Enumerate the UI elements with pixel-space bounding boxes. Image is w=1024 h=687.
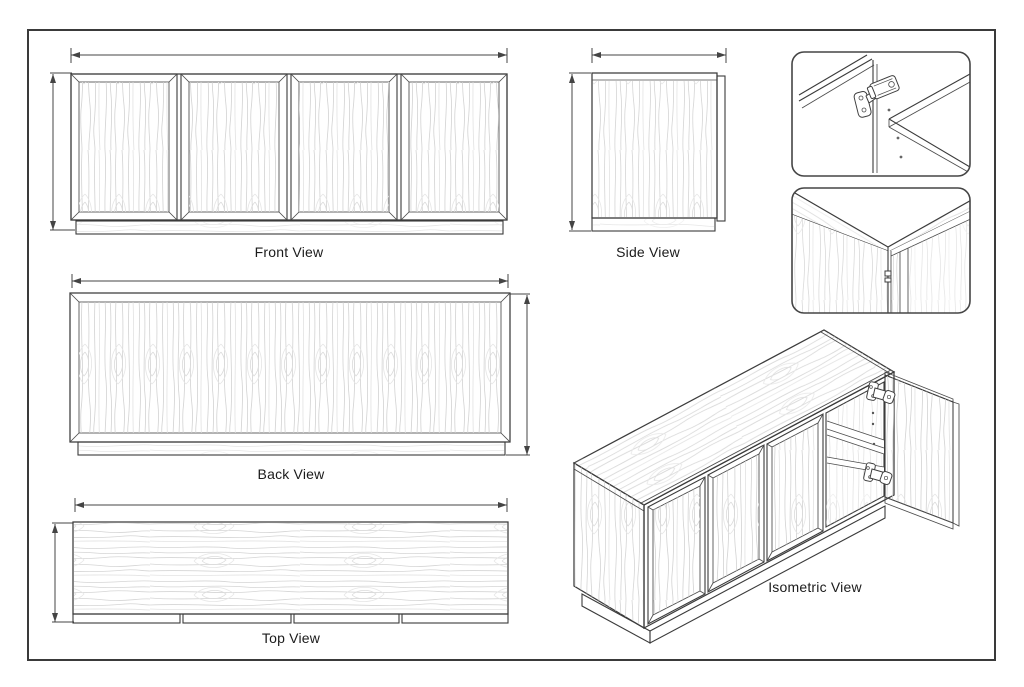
back-view-drawing <box>69 274 530 456</box>
side-depth-dimension <box>591 48 727 63</box>
back-panel <box>69 292 511 443</box>
iso-open-door <box>884 371 960 530</box>
detail-callouts <box>791 51 971 314</box>
front-door-3 <box>290 73 398 221</box>
side-height-dimension <box>569 72 591 232</box>
hinge-detail-panel <box>791 51 971 177</box>
front-view-label: Front View <box>254 244 324 260</box>
front-plinth <box>75 220 504 235</box>
front-view-drawing <box>50 48 508 235</box>
iso-plinth <box>581 505 886 644</box>
side-view-label: Side View <box>616 244 680 260</box>
top-door-edges <box>72 613 509 624</box>
detail-shelf-panel <box>888 73 970 174</box>
back-width-dimension <box>71 274 509 288</box>
corner-joint-detail-panel <box>791 187 971 314</box>
iso-shelf <box>826 420 885 455</box>
sheet-border-frame <box>27 29 996 661</box>
back-plinth <box>77 441 506 456</box>
hinge-hardware <box>853 75 900 118</box>
top-width-dimension <box>74 498 508 512</box>
iso-hinge-top <box>866 381 896 405</box>
hinge-detail-content <box>798 54 970 174</box>
iso-door-2 <box>707 444 765 593</box>
front-height-dimension <box>50 72 75 231</box>
top-depth-dimension <box>52 522 74 623</box>
top-view-drawing <box>52 498 509 624</box>
back-view-label: Back View <box>257 466 325 482</box>
front-width-dimension <box>70 48 508 63</box>
side-plinth <box>591 217 716 232</box>
iso-open-compartment <box>825 381 885 528</box>
top-view-label: Top View <box>261 630 321 646</box>
iso-door-3 <box>766 413 824 562</box>
corner-joint-detail-content <box>792 188 970 313</box>
iso-door-1 <box>647 476 706 625</box>
top-panel <box>72 521 509 615</box>
side-view-drawing <box>569 48 727 232</box>
isometric-view-drawing <box>572 329 960 644</box>
front-door-1 <box>70 73 178 221</box>
front-door-4 <box>400 73 508 221</box>
side-panel <box>591 72 726 222</box>
front-door-2 <box>180 73 288 221</box>
back-height-dimension <box>506 293 530 456</box>
isometric-view-label: Isometric View <box>768 579 862 595</box>
